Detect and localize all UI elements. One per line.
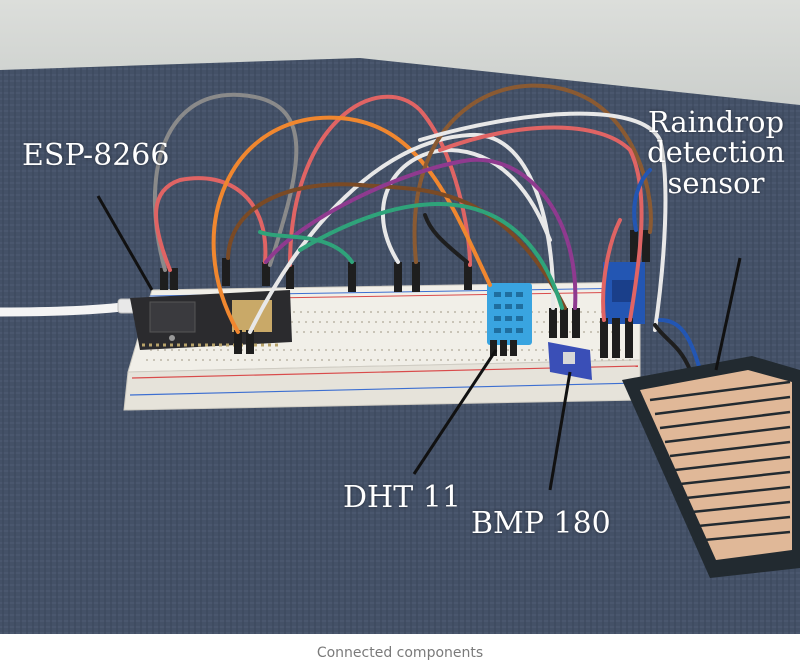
- label-bmp-180: BMP 180: [471, 506, 611, 541]
- label-raindrop-sensor: Raindrop detection sensor: [647, 105, 785, 200]
- wires: [153, 83, 702, 372]
- label-esp-8266: ESP-8266: [22, 138, 170, 173]
- dht11-sensor: [487, 283, 532, 345]
- raindrop-sensor-plate: [622, 356, 800, 578]
- bmp180-sensor: [548, 342, 592, 380]
- photo-scene: [0, 0, 800, 634]
- photo: ESP-8266 Raindrop detection sensor DHT 1…: [0, 0, 800, 634]
- jumper-pins: [160, 230, 650, 358]
- label-dht-11: DHT 11: [343, 480, 461, 515]
- figure-caption: Connected components: [0, 634, 800, 671]
- pointer-lines: [96, 195, 742, 491]
